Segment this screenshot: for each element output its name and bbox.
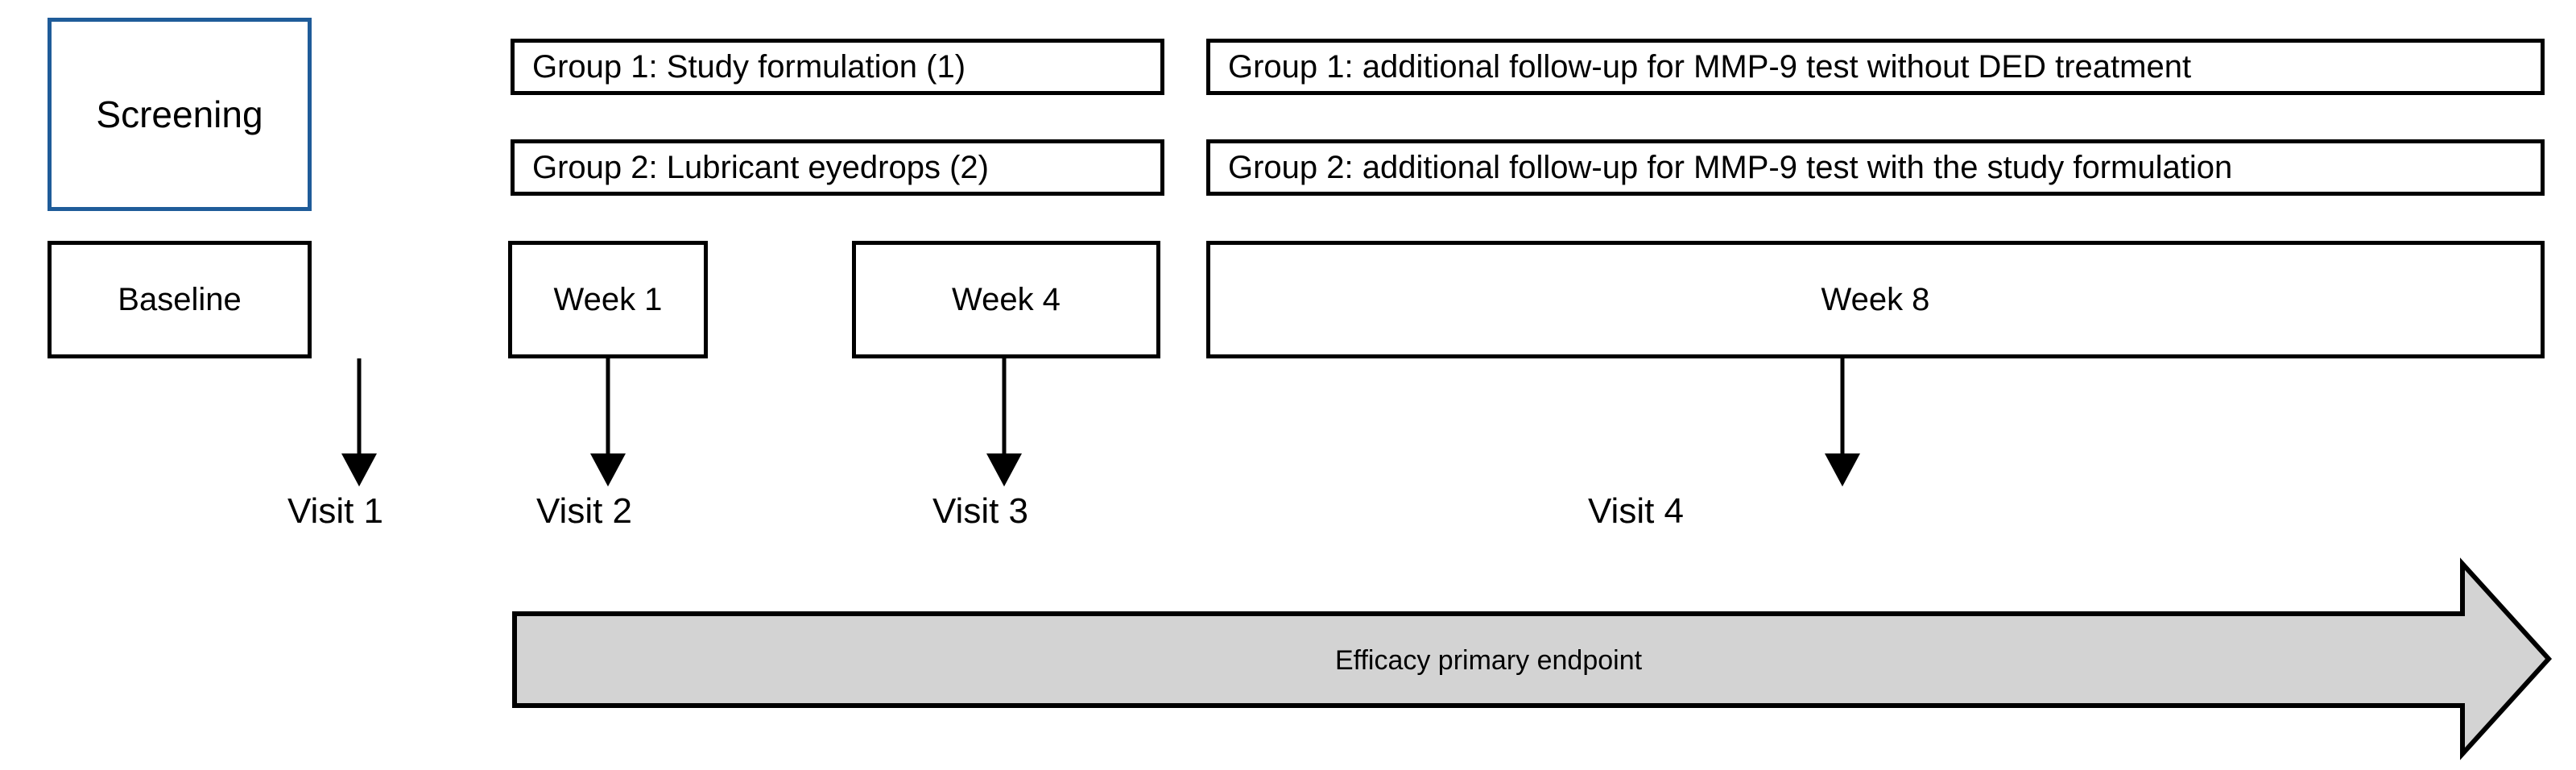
group1-followup-label: Group 1: additional follow-up for MMP-9 … [1228, 48, 2192, 85]
visit1-label: Visit 1 [287, 491, 384, 531]
week4-box: Week 4 [852, 241, 1160, 358]
group2-treatment-label: Group 2: Lubricant eyedrops (2) [532, 149, 989, 185]
week1-box: Week 1 [508, 241, 708, 358]
group1-treatment-box: Group 1: Study formulation (1) [511, 39, 1164, 95]
group1-followup-box: Group 1: additional follow-up for MMP-9 … [1206, 39, 2545, 95]
week8-label: Week 8 [1821, 281, 1930, 317]
week4-label: Week 4 [952, 281, 1061, 317]
baseline-box: Baseline [48, 241, 312, 358]
group1-treatment-label: Group 1: Study formulation (1) [532, 48, 966, 85]
visit4-label: Visit 4 [1588, 491, 1685, 531]
banner-arrow-shape [512, 557, 2553, 760]
screening-box: Screening [48, 18, 312, 211]
visit2-label: Visit 2 [536, 491, 633, 531]
week1-label: Week 1 [553, 281, 663, 317]
week8-box: Week 8 [1206, 241, 2545, 358]
group2-followup-label: Group 2: additional follow-up for MMP-9 … [1228, 149, 2233, 185]
baseline-label: Baseline [118, 281, 242, 317]
banner-label: Efficacy primary endpoint [1334, 645, 1643, 676]
visit3-label: Visit 3 [932, 491, 1029, 531]
group2-followup-box: Group 2: additional follow-up for MMP-9 … [1206, 139, 2545, 196]
group2-treatment-box: Group 2: Lubricant eyedrops (2) [511, 139, 1164, 196]
screening-label: Screening [96, 93, 263, 135]
